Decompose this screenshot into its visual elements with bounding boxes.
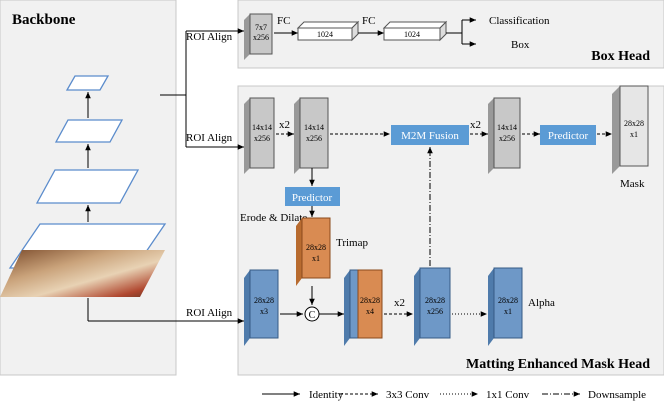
classification-label: Classification (489, 15, 550, 27)
pyramid-level-4 (65, 75, 110, 91)
legend-3x3-conv: 3x3 Conv (386, 389, 430, 401)
mask-predictor-label: Predictor (548, 130, 589, 142)
feat-x256-channels: x256 (427, 307, 443, 316)
upsample-a-label: x2 (279, 119, 290, 131)
upsample-matting-label: x2 (394, 297, 405, 309)
concat-node: C (304, 306, 320, 322)
fc2-label: FC (362, 15, 375, 27)
pyramid-level-2 (35, 169, 140, 204)
image-feat-size: 28x28 (254, 296, 274, 305)
alpha-channels: x1 (504, 307, 512, 316)
legend-identity: Identity (309, 389, 344, 401)
feature-pyramid (0, 75, 167, 297)
trimap-label: Trimap (336, 237, 368, 249)
alpha-output: 28x28 x1 (488, 267, 523, 346)
feat-b-channels: x256 (306, 134, 322, 143)
fc2-vector: 1024 (382, 20, 448, 42)
image-feat-channels: x3 (260, 307, 268, 316)
pyramid-level-3 (54, 119, 124, 143)
feat-a-size: 14x14 (252, 123, 272, 132)
legend: Identity 3x3 Conv 1x1 Conv Downsample (262, 389, 646, 401)
m2m-fusion-label: M2M Fusion (401, 130, 459, 142)
m2m-fusion-block: M2M Fusion (391, 125, 469, 145)
box-roi-feature: 7x7 x256 (244, 13, 273, 60)
box-roi-channels: x256 (253, 33, 269, 42)
fc2-dim: 1024 (404, 30, 420, 39)
feat-x256-size: 28x28 (425, 296, 445, 305)
fc1-label: FC (277, 15, 290, 27)
roi-align-box-label: ROI Align (186, 31, 233, 43)
fc1-dim: 1024 (317, 30, 333, 39)
legend-1x1-conv: 1x1 Conv (486, 389, 530, 401)
box-roi-size: 7x7 (255, 23, 267, 32)
mask-head-title: Matting Enhanced Mask Head (466, 357, 650, 372)
feat-x4-size: 28x28 (360, 296, 380, 305)
roi-align-matting-label: ROI Align (186, 307, 233, 319)
trimap-predictor-block: Predictor (285, 187, 340, 206)
matting-feature-x4: 28x28 x4 (344, 269, 383, 346)
trimap-predictor-label: Predictor (292, 192, 333, 204)
feat-x4-channels: x4 (366, 307, 374, 316)
upsample-b-label: x2 (470, 119, 481, 131)
trimap-size: 28x28 (306, 243, 326, 252)
trimap-feature: 28x28 x1 (296, 217, 331, 286)
trimap-channels: x1 (312, 254, 320, 263)
mask-label: Mask (620, 178, 645, 190)
feat-a-channels: x256 (254, 134, 270, 143)
image-roi-feature: 28x28 x3 (244, 269, 279, 346)
alpha-label: Alpha (528, 297, 555, 309)
backbone-title: Backbone (12, 12, 76, 28)
mask-output: 28x28 x1 (612, 85, 649, 174)
feat-c-channels: x256 (499, 134, 515, 143)
mask-feature-c: 14x14 x256 (488, 97, 521, 174)
roi-align-mask-label: ROI Align (186, 132, 233, 144)
mask-predictor-block: Predictor (540, 125, 596, 145)
input-image (0, 250, 165, 297)
erode-dilate-label: Erode & Dilate (240, 212, 307, 224)
fc1-vector: 1024 (296, 20, 360, 42)
alpha-size: 28x28 (498, 296, 518, 305)
box-head-title: Box Head (591, 49, 650, 64)
mask-feature-a: 14x14 x256 (244, 97, 275, 174)
mask-feature-b: 14x14 x256 (294, 97, 329, 174)
mask-channels: x1 (630, 130, 638, 139)
mask-size: 28x28 (624, 119, 644, 128)
legend-downsample: Downsample (588, 389, 646, 401)
feat-b-size: 14x14 (304, 123, 324, 132)
feat-c-size: 14x14 (497, 123, 517, 132)
concat-label: C (309, 310, 316, 321)
box-label: Box (511, 39, 530, 51)
matting-feature-x256: 28x28 x256 (414, 267, 451, 346)
